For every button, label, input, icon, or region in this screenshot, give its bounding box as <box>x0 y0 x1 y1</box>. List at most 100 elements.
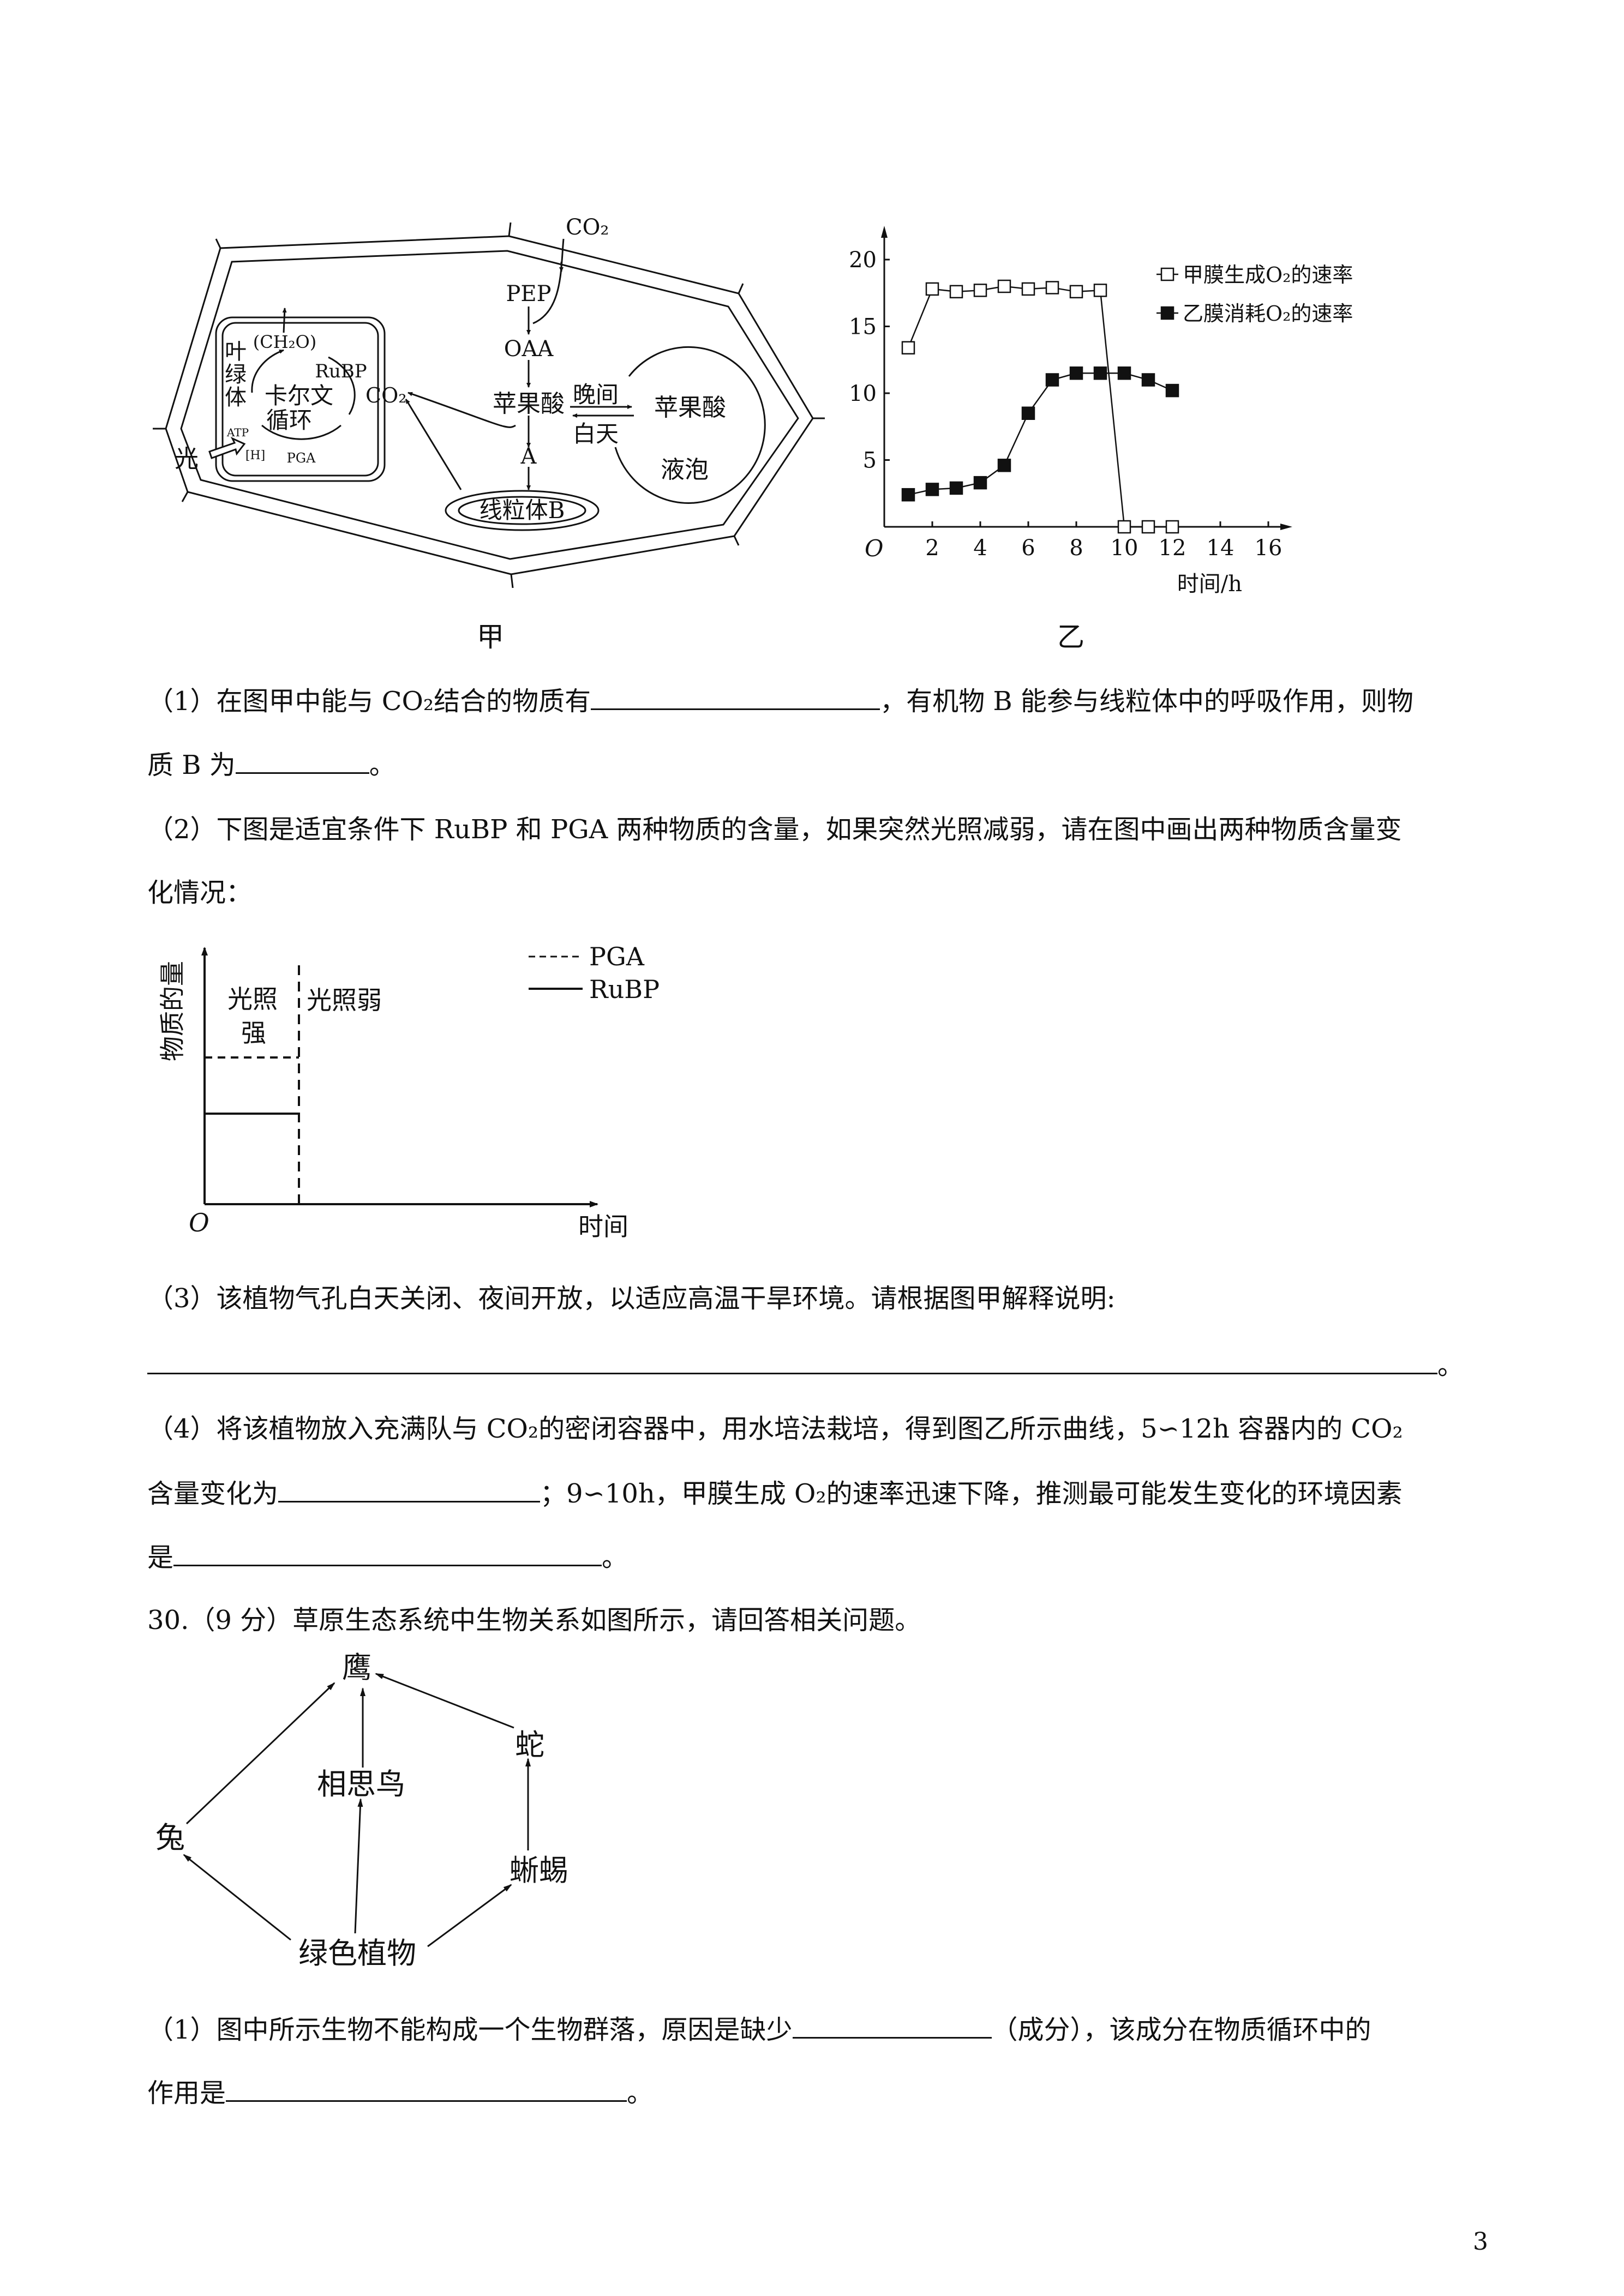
question-1-line-2: 质 B 为 。 <box>147 748 395 782</box>
chart-rubp-pga[interactable]: 物质的量 O 时间 光照 强 光照弱 PGA RuBP <box>153 927 698 1265</box>
vacuole <box>614 346 766 504</box>
data-point-1 <box>1021 282 1035 296</box>
label-h: [H] <box>245 449 265 462</box>
data-point-1 <box>1117 520 1131 534</box>
y-axis-arrow-icon <box>881 226 888 238</box>
answer-blank-2[interactable] <box>235 748 369 774</box>
label-chloroplast-2: 绿 <box>225 362 247 387</box>
cell-diagram: CO₂ PEP OAA 苹果酸 A 晚间 白天 苹果酸 液泡 线粒体B CO₂ … <box>153 215 825 588</box>
legend-pga: PGA <box>589 942 645 971</box>
answer-blank-5[interactable] <box>173 1541 602 1566</box>
question-30-1-line-2: 作用是 。 <box>147 2076 653 2109</box>
label-vacuole: 液泡 <box>661 456 709 484</box>
y-axis-label: 物质的量 <box>158 961 187 1061</box>
x-axis-label: 时间/h <box>1177 572 1242 597</box>
mitochondrion-inner <box>458 496 586 525</box>
arrow-plant-bird <box>354 1798 363 1934</box>
x-axis-label: 时间 <box>578 1212 628 1241</box>
label-strong-light-1: 光照 <box>227 984 278 1014</box>
label-rubp: RuBP <box>315 360 367 382</box>
cell-wall-inner <box>180 250 799 560</box>
data-point-2 <box>1021 406 1035 420</box>
chloroplast-inner <box>221 322 379 477</box>
data-point-2 <box>1069 366 1083 380</box>
label-malic-vacuole: 苹果酸 <box>654 394 726 422</box>
question-text: 作用是 <box>147 2078 226 2108</box>
answer-blank-6[interactable] <box>792 2013 992 2039</box>
food-web-diagram: 鹰 蛇 相思鸟 兔 蜥蜴 绿色植物 <box>155 1650 568 1970</box>
caption-jia: 甲 <box>477 621 504 653</box>
label-a: A <box>520 444 537 469</box>
data-point-1 <box>1045 281 1059 294</box>
arrow-plant-rabbit <box>183 1854 291 1941</box>
data-point-2 <box>1117 366 1131 380</box>
answer-blank-1[interactable] <box>591 684 880 710</box>
label-pep: PEP <box>506 281 551 306</box>
y-tick-label: 10 <box>849 381 877 406</box>
calvin-cycle <box>251 350 356 440</box>
label-mitochondrion: 线粒体B <box>480 497 565 524</box>
arrow-snake-eagle <box>375 1673 514 1729</box>
data-point-1 <box>1093 284 1107 297</box>
page-number: 3 <box>1473 2228 1488 2256</box>
mitochondrion-outer <box>445 490 600 531</box>
label-chloroplast-1: 叶 <box>225 339 247 364</box>
x-tick-label: 4 <box>973 536 987 561</box>
label-ch2o: (CH₂O) <box>253 332 316 352</box>
legend-label-1: 甲膜生成O₂的速率 <box>1183 263 1353 287</box>
question-text: （1）图中所示生物不能构成一个生物群落，原因是缺少 <box>147 2015 793 2045</box>
question-text: 。 <box>1437 1350 1464 1381</box>
data-point-1 <box>997 279 1011 293</box>
label-oaa: OAA <box>504 336 554 362</box>
arrow-rabbit-eagle <box>185 1682 335 1825</box>
question-text: 。 <box>627 2078 654 2108</box>
answer-blank-7[interactable] <box>226 2076 627 2102</box>
x-tick-label: 10 <box>1111 536 1138 561</box>
label-co2-top: CO₂ <box>566 215 609 240</box>
y-tick-label: 20 <box>849 248 877 273</box>
node-rabbit: 兔 <box>155 1820 185 1855</box>
answer-blank-4[interactable] <box>278 1477 541 1502</box>
series-line-1 <box>907 285 1172 528</box>
data-point-2 <box>997 459 1011 472</box>
question-text: （1）在图甲中能与 CO₂结合的物质有 <box>147 686 591 717</box>
legend-rubp: RuBP <box>589 975 660 1004</box>
question-text: ；9∽10h，甲膜生成 O₂的速率迅速下降，推测最可能发生变化的环境因素 <box>540 1478 1403 1509</box>
label-co2-inner: CO₂ <box>365 383 406 407</box>
question-4-line-3: 是。 <box>147 1541 628 1574</box>
question-2-line-2: 化情况： <box>147 877 253 908</box>
question-text: 含量变化为 <box>147 1478 279 1509</box>
data-point-2 <box>1141 373 1155 387</box>
node-lizard: 蜥蜴 <box>510 1853 568 1888</box>
question-text: 。 <box>369 750 395 780</box>
data-point-1 <box>1069 285 1083 299</box>
label-cycle: 循环 <box>266 407 312 434</box>
y-tick-label: 15 <box>849 315 877 340</box>
label-light: 光 <box>175 445 199 473</box>
question-text: 。 <box>602 1542 628 1573</box>
data-point-2 <box>1093 366 1107 380</box>
question-30-1-line-1: （1）图中所示生物不能构成一个生物群落，原因是缺少（成分），该成分在物质循环中的 <box>147 2013 1371 2046</box>
x-axis-arrow-icon <box>1280 524 1292 530</box>
data-point-2 <box>973 476 987 490</box>
label-night: 晚间 <box>573 381 619 408</box>
question-text: 质 B 为 <box>147 750 236 780</box>
label-pga: PGA <box>287 450 316 466</box>
question-4-line-2: 含量变化为 ；9∽10h，甲膜生成 O₂的速率迅速下降，推测最可能发生变化的环境因… <box>147 1477 1403 1510</box>
question-text: ，有机物 B 能参与线粒体中的呼吸作用，则物 <box>880 686 1413 717</box>
light-arrow-icon <box>208 436 246 459</box>
label-day: 白天 <box>573 420 619 447</box>
x-tick-label: 14 <box>1207 536 1235 561</box>
x-tick-label: 2 <box>925 536 939 561</box>
data-point-2 <box>925 483 939 496</box>
legend-marker-icon <box>1160 267 1174 281</box>
label-weak-light: 光照弱 <box>307 985 382 1015</box>
origin-label: O <box>189 1208 209 1237</box>
data-point-2 <box>1045 373 1059 387</box>
label-atp: ATP <box>226 426 249 439</box>
label-strong-light-2: 强 <box>241 1018 266 1048</box>
question-2-line-1: （2）下图是适宜条件下 RuBP 和 PGA 两种物质的含量，如果突然光照减弱，… <box>147 814 1402 845</box>
answer-blank-3[interactable] <box>147 1349 1437 1374</box>
question-1-line-1: （1）在图甲中能与 CO₂结合的物质有 ，有机物 B 能参与线粒体中的呼吸作用，则… <box>147 684 1413 718</box>
